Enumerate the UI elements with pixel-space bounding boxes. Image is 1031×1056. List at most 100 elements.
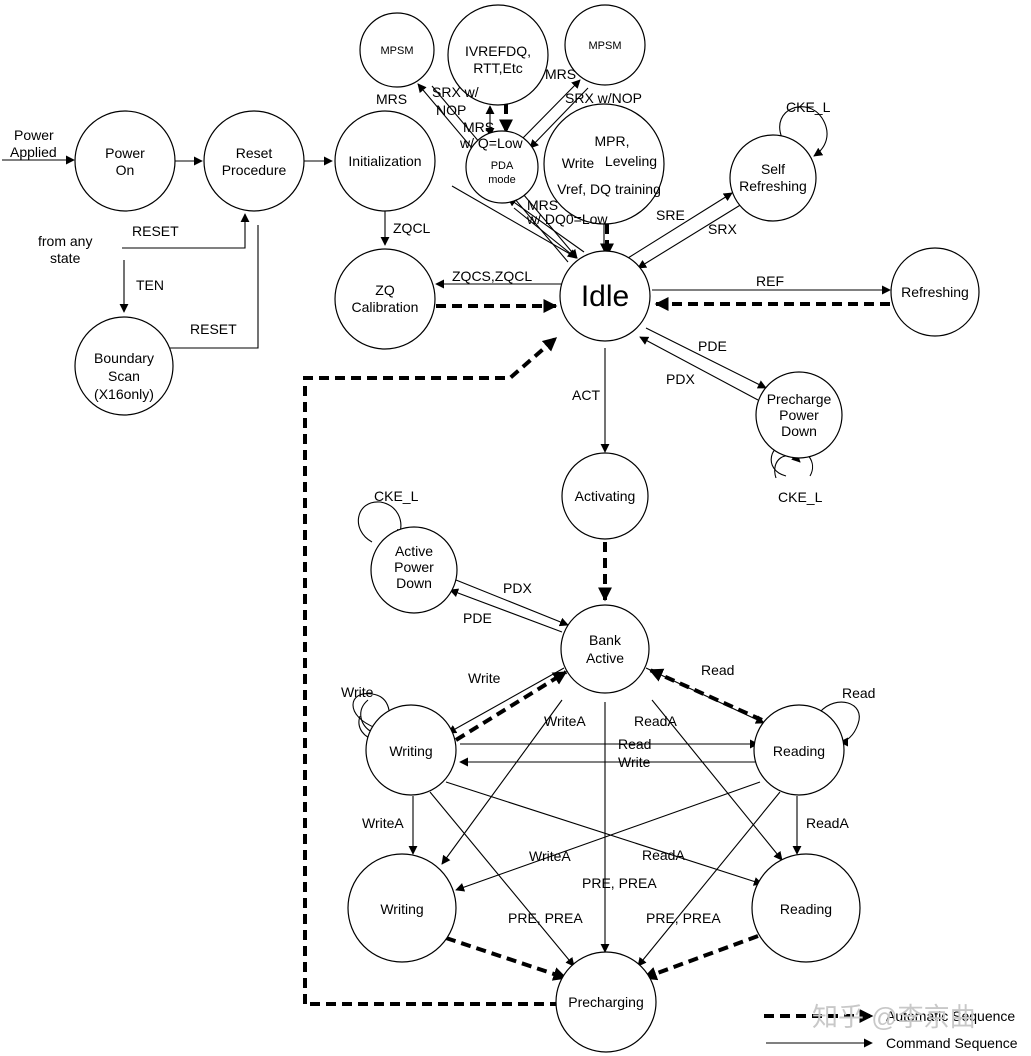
write-label: Write [468,670,501,686]
state-mpsm-right: MPSM [564,4,646,86]
cke-l-active-label: CKE_L [374,488,419,504]
state-pda-mode: PDA mode [465,130,539,204]
state-self-refreshing: Self Refreshing [729,134,817,222]
zqcs-zqcl-label: ZQCS,ZQCL [452,268,532,284]
write-cross-label: Write [618,754,651,770]
ref-label: REF [756,273,784,289]
bank-active-label-1: Bank [589,632,622,648]
writing-top-label: Writing [389,743,432,759]
state-precharging: Precharging [555,951,657,1053]
mrs-dq0-label-1: MRS [527,197,558,213]
state-reading-bottom: Reading [751,853,861,963]
refreshing-label: Refreshing [901,284,969,300]
reading-bottom-label: Reading [780,901,832,917]
state-reading-top: Reading [753,704,845,796]
state-zq-calibration: ZQ Calibration [334,248,436,350]
boundary-label-3: (X16only) [94,386,154,402]
state-writing-bottom: Writing [347,853,457,963]
apd-label-3: Down [396,575,432,591]
ivrefdq-label-1: IVREFDQ, [465,43,531,59]
state-bank-active: Bank Active [560,604,650,694]
precharging-label: Precharging [568,994,644,1010]
state-activating: Activating [561,452,649,540]
pdx-right-label: PDX [666,371,695,387]
zqcl-label: ZQCL [393,220,431,236]
state-initialization: Initialization [334,110,436,212]
state-idle: Idle [559,250,651,342]
mpsm-right-label: MPSM [589,40,622,52]
cke-l-self-label: CKE_L [786,99,831,115]
idle-label: Idle [581,280,629,313]
power-applied-label-2: Applied [10,144,57,160]
mpsm-left-label: MPSM [381,45,414,57]
mpr-label-write: Write [562,155,595,171]
pde-right-label: PDE [698,338,727,354]
ppd-label-3: Down [781,423,817,439]
read-label: Read [701,662,734,678]
power-applied-label-1: Power [14,127,54,143]
srx-nop-left-label-1: SRX w/ [432,84,479,100]
reset-bottom-label: RESET [190,321,237,337]
writea-down-label: WriteA [362,815,404,831]
zq-label-2: Calibration [352,299,419,315]
pde-active-label: PDE [463,610,492,626]
apd-label-2: Power [394,559,434,575]
state-refreshing: Refreshing [890,247,980,337]
bank-active-label-2: Active [586,650,624,666]
legend: Automatic Sequence Command Sequence [764,1008,1018,1051]
writing-bottom-label: Writing [380,901,423,917]
edge-labels: Power Applied from any state RESET TEN R… [10,66,875,926]
state-power-on: Power On [74,110,176,212]
mpr-label-top: MPR, [595,133,630,149]
command-edges [2,79,891,967]
mrs-pda-label-2: w/ Q=Low [459,135,524,151]
reada-bank-label: ReadA [634,713,677,729]
reada-down-label: ReadA [806,815,849,831]
reset-label-2: Procedure [222,162,287,178]
mrs-dq0-label-2: w/ DQ0=Low [526,211,608,227]
pda-label-1: PDA [491,160,514,172]
ivrefdq-label-2: RTT,Etc [473,60,523,76]
srx-nop-right-label: SRX w/NOP [565,90,642,106]
self-refresh-label-2: Refreshing [739,178,807,194]
boundary-label-1: Boundary [94,350,154,366]
apd-label-1: Active [395,543,433,559]
from-any-state-label-1: from any [38,233,92,249]
write-self-label: Write [341,684,374,700]
srx-label: SRX [708,221,737,237]
mrs-top-right-label: MRS [545,66,576,82]
power-on-label-2: On [116,162,135,178]
mpr-label-vref: Vref, DQ training [557,181,661,197]
self-refresh-label-1: Self [761,161,785,177]
state-mpsm-left: MPSM [359,12,435,88]
read-self-label: Read [842,685,875,701]
pre-prea-right-label: PRE, PREA [646,910,721,926]
mrs-pda-label-1: MRS [463,119,494,135]
boundary-label-2: Scan [108,368,140,384]
srx-nop-left-label-2: NOP [436,102,466,118]
zq-label-1: ZQ [375,282,395,298]
state-writing-top: Writing [365,704,457,796]
mrs-left-label: MRS [376,91,407,107]
from-any-state-label-2: state [50,250,81,266]
ten-label: TEN [136,277,164,293]
reading-top-label: Reading [773,743,825,759]
act-label: ACT [572,387,600,403]
state-precharge-power-down: Precharge Power Down [755,371,843,459]
legend-automatic-label: Automatic Sequence [886,1008,1015,1024]
state-ivrefdq: IVREFDQ, RTT,Etc [447,4,549,106]
reset-label-1: Reset [236,145,273,161]
ppd-label-1: Precharge [767,391,832,407]
initialization-label: Initialization [348,153,421,169]
mpr-label-leveling: Leveling [605,153,657,169]
pre-prea-left-label: PRE, PREA [508,910,583,926]
pdx-active-label: PDX [503,580,532,596]
sre-label: SRE [656,207,685,223]
automatic-edges [303,104,890,1006]
reset-top-label: RESET [132,223,179,239]
watermark-text: 知乎 @李京曲 [812,1002,976,1032]
state-boundary-scan: Boundary Scan (X16only) [74,316,174,416]
writea-cross-label: WriteA [529,848,571,864]
state-active-power-down: Active Power Down [370,526,458,614]
